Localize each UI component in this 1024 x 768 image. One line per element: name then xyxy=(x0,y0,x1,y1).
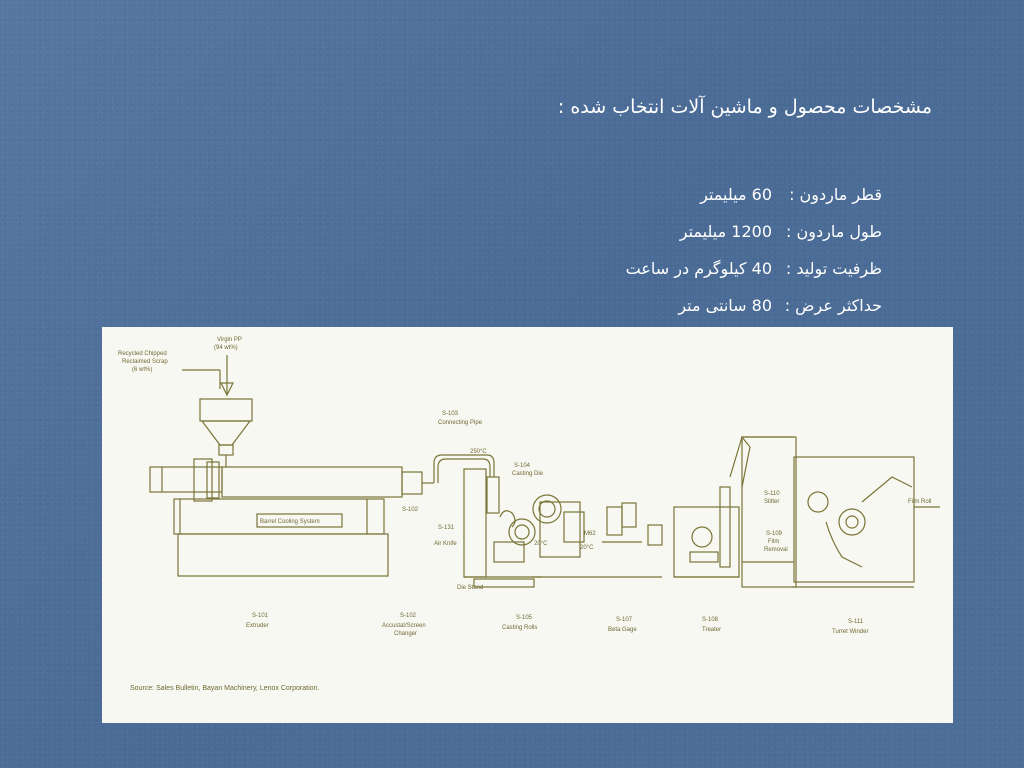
label-screen-changer-1: Accustat/Screen xyxy=(382,623,426,629)
label-virgin-pct: (94 wt%) xyxy=(214,345,238,351)
spec-value: 40 کیلوگرم در ساعت xyxy=(625,259,772,278)
label-temp-roll-2: 20°C xyxy=(580,545,594,551)
spec-row: طول ماردون : 1200 میلیمتر xyxy=(626,213,882,250)
label-extruder: Extruder xyxy=(246,623,269,629)
label-temp-roll-1: 20°C xyxy=(534,541,548,547)
label-die-stand: Die Stand xyxy=(457,585,483,591)
label-treater: Treater xyxy=(702,627,721,633)
spec-label: حداکثر عرض : xyxy=(784,296,882,315)
die-stand xyxy=(463,468,562,588)
label-turret-winder: Turret Winder xyxy=(832,629,868,635)
label-film-removal-1: Film xyxy=(768,539,779,545)
label-extruder-id: S-101 xyxy=(252,613,269,619)
hopper xyxy=(199,398,253,467)
spec-label: قطر ماردون : xyxy=(789,185,882,204)
label-casting-rolls-id: S-105 xyxy=(516,615,533,621)
spec-value: 1200 میلیمتر xyxy=(679,222,772,241)
label-casting-rolls: Casting Rolls xyxy=(502,625,537,631)
spec-list: قطر ماردون : 60 میلیمتر طول ماردون : 120… xyxy=(626,176,882,324)
slide-title: مشخصات محصول و ماشین آلات انتخاب شده : xyxy=(557,96,932,118)
label-recycled-pct: (6 wt%) xyxy=(132,367,152,373)
process-diagram-svg: Virgin PP (94 wt%) Recycled Chipped Recl… xyxy=(118,337,940,692)
label-temp-die: 250°C xyxy=(470,449,487,455)
label-air-knife-id: S-131 xyxy=(438,525,455,531)
label-connecting-pipe: Connecting Pipe xyxy=(438,420,483,426)
label-barrel-cooling: Barrel Cooling System xyxy=(260,519,320,525)
spec-row: ظرفیت تولید : 40 کیلوگرم در ساعت xyxy=(626,250,882,287)
label-source: Source: Sales Bulletin, Bayan Machinery,… xyxy=(130,685,319,692)
spec-row: قطر ماردون : 60 میلیمتر xyxy=(626,176,882,213)
label-film-removal-id: S-109 xyxy=(766,531,783,537)
label-m62: M62 xyxy=(584,531,596,537)
label-connecting-pipe-id: S-103 xyxy=(442,411,459,417)
process-diagram: Virgin PP (94 wt%) Recycled Chipped Recl… xyxy=(102,327,953,723)
label-turret-winder-id: S-111 xyxy=(848,619,864,625)
label-screen-changer-id: S-102 xyxy=(400,613,417,619)
spec-row: حداکثر عرض : 80 سانتی متر xyxy=(626,287,882,324)
label-film-roll: Film Roll xyxy=(908,499,931,505)
label-beta-gage-id: S-107 xyxy=(616,617,633,623)
label-recycled-2: Reclaimed Scrap xyxy=(122,359,168,365)
spec-label: طول ماردون : xyxy=(786,222,882,241)
spec-value: 60 میلیمتر xyxy=(700,185,772,204)
label-beta-gage: Beta Gage xyxy=(608,627,637,633)
label-virgin-pp: Virgin PP xyxy=(217,337,242,343)
label-casting-die-id: S-104 xyxy=(514,463,531,469)
label-air-knife: Air Knife xyxy=(434,541,457,547)
extruder-barrel xyxy=(149,458,434,528)
label-film-removal-2: Removal xyxy=(764,547,788,553)
label-slitter: Slitter xyxy=(764,499,779,505)
spec-value: 80 سانتی متر xyxy=(678,296,772,315)
spec-label: ظرفیت تولید : xyxy=(785,259,882,278)
extruder-base xyxy=(173,498,389,577)
label-casting-die: Casting Die xyxy=(512,471,544,477)
label-recycled-1: Recycled Chipped xyxy=(118,351,167,357)
label-s102: S-102 xyxy=(402,507,419,513)
label-treater-id: S-108 xyxy=(702,617,719,623)
label-slitter-id: S-110 xyxy=(764,491,780,497)
label-screen-changer-2: Changer xyxy=(394,631,417,637)
